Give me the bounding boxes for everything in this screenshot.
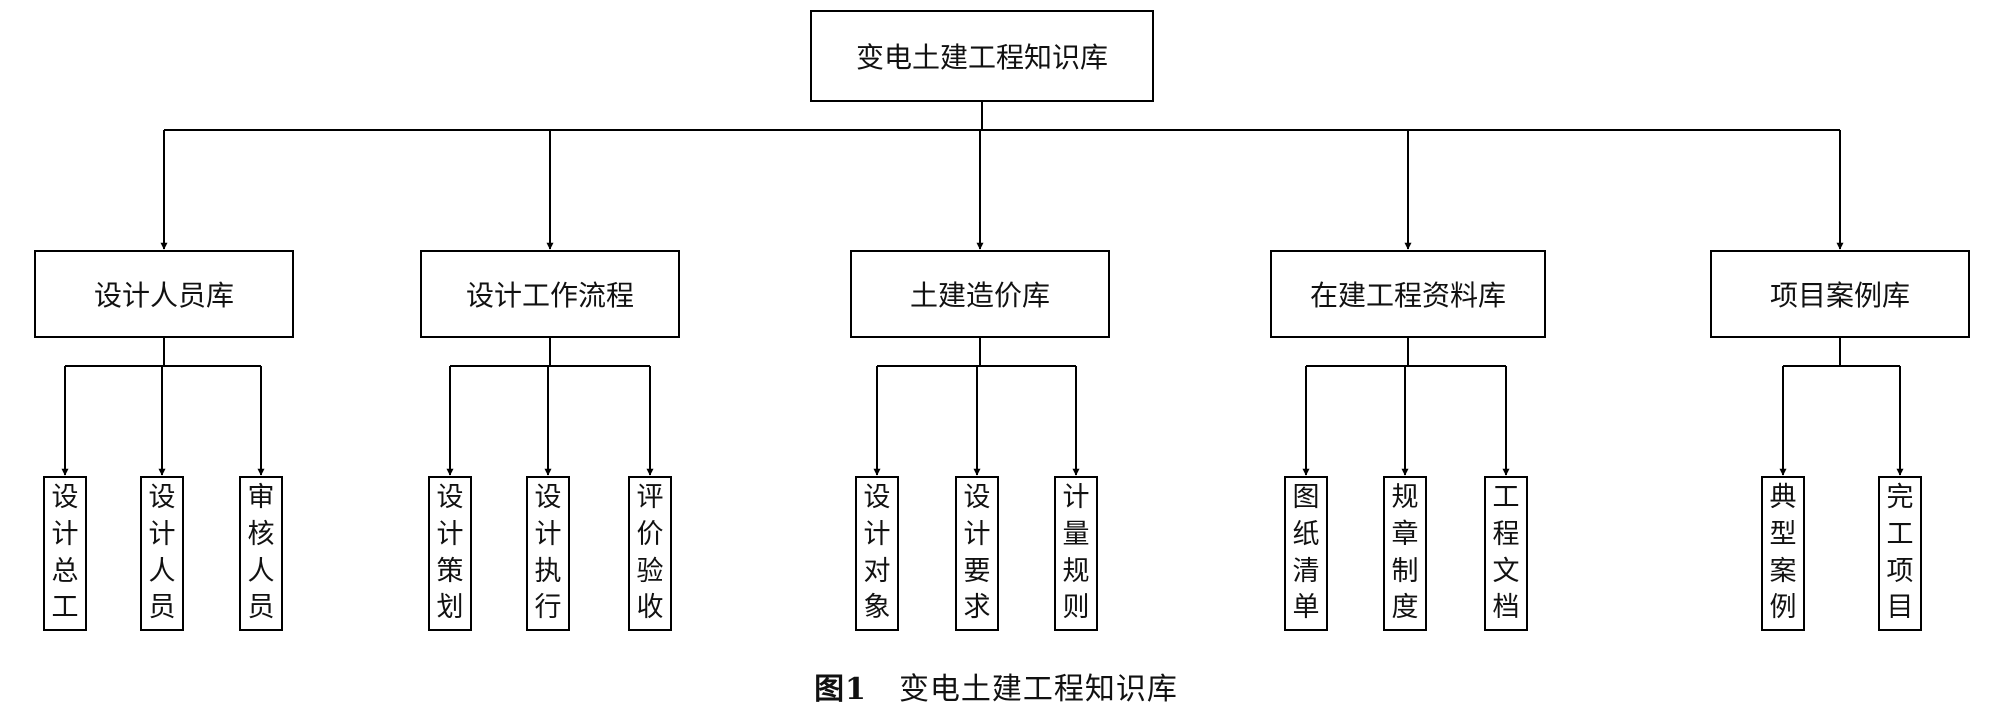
leaf-node: 设计要求 <box>955 476 999 631</box>
leaf-label: 计量规则 <box>1062 482 1090 624</box>
leaf-node: 设计总工 <box>43 476 87 631</box>
category-label: 项目案例库 <box>1769 279 1910 312</box>
leaf-label: 设计总工 <box>51 482 79 624</box>
leaf-label: 图纸清单 <box>1292 482 1320 624</box>
leaf-node: 典型案例 <box>1761 476 1805 631</box>
leaf-label: 审核人员 <box>247 482 275 624</box>
category-label: 设计人员库 <box>93 279 234 312</box>
category-node: 项目案例库 <box>1710 250 1970 338</box>
leaf-label: 典型案例 <box>1769 482 1797 624</box>
leaf-label: 工程文档 <box>1492 482 1520 624</box>
category-node: 在建工程资料库 <box>1270 250 1546 338</box>
root-node: 变电土建工程知识库 <box>810 10 1154 102</box>
leaf-label: 完工项目 <box>1886 482 1914 624</box>
leaf-node: 工程文档 <box>1484 476 1528 631</box>
leaf-node: 设计策划 <box>428 476 472 631</box>
leaf-node: 评价验收 <box>628 476 672 631</box>
figure-caption-text: 变电土建工程知识库 <box>898 672 1178 707</box>
leaf-node: 完工项目 <box>1878 476 1922 631</box>
category-label: 土建造价库 <box>909 279 1050 312</box>
leaf-node: 设计执行 <box>526 476 570 631</box>
leaf-label: 设计人员 <box>148 482 176 624</box>
category-label: 设计工作流程 <box>465 279 634 312</box>
leaf-node: 审核人员 <box>239 476 283 631</box>
root-node-label: 变电土建工程知识库 <box>855 41 1108 74</box>
category-node: 设计人员库 <box>34 250 294 338</box>
leaf-node: 规章制度 <box>1383 476 1427 631</box>
category-label: 在建工程资料库 <box>1309 279 1506 312</box>
figure-caption: 图1 变电土建工程知识库 <box>0 664 1992 708</box>
leaf-label: 设计执行 <box>534 482 562 624</box>
leaf-node: 设计人员 <box>140 476 184 631</box>
figure-number: 图1 <box>814 672 867 707</box>
leaf-label: 设计策划 <box>436 482 464 624</box>
leaf-node: 计量规则 <box>1054 476 1098 631</box>
leaf-label: 规章制度 <box>1391 482 1419 624</box>
leaf-label: 设计要求 <box>963 482 991 624</box>
leaf-label: 评价验收 <box>636 482 664 624</box>
category-node: 设计工作流程 <box>420 250 680 338</box>
leaf-node: 设计对象 <box>855 476 899 631</box>
leaf-label: 设计对象 <box>863 482 891 624</box>
leaf-node: 图纸清单 <box>1284 476 1328 631</box>
category-node: 土建造价库 <box>850 250 1110 338</box>
